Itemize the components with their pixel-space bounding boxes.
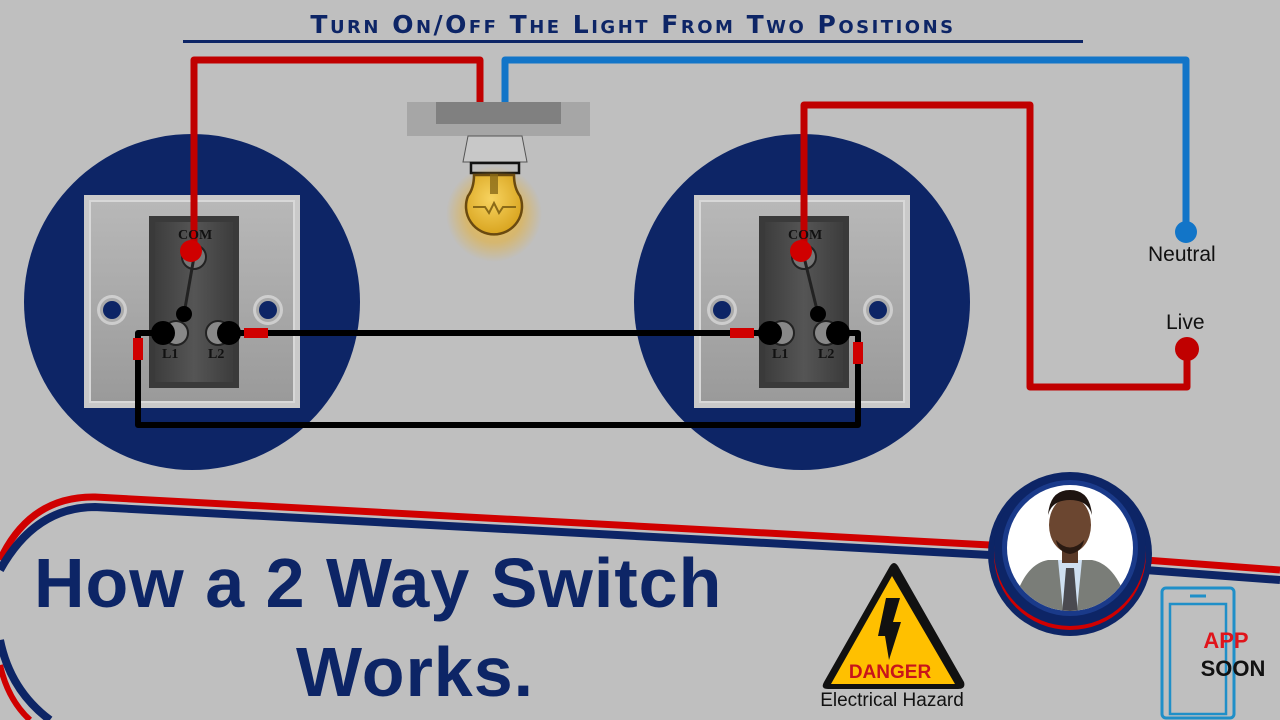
right-l2-label: L2 xyxy=(818,347,835,362)
app-label: APP xyxy=(1203,628,1249,653)
neutral-supply-terminal xyxy=(1175,221,1197,243)
neutral-wire xyxy=(501,56,1190,232)
left-com-red-terminal xyxy=(180,240,202,262)
right-com-label: COM xyxy=(788,228,823,243)
electrical-hazard-caption: Electrical Hazard xyxy=(820,690,964,711)
live-label: Live xyxy=(1166,311,1205,334)
left-switch xyxy=(24,134,360,470)
presenter-avatar xyxy=(988,472,1152,636)
neutral-label: Neutral xyxy=(1148,243,1216,266)
left-com-label: COM xyxy=(178,228,213,243)
wire-sleeves xyxy=(133,328,863,364)
left-l1-label: L1 xyxy=(162,347,179,362)
danger-label: DANGER xyxy=(848,662,932,683)
page-title: Turn On/Off The Light From Two Positions xyxy=(183,10,1083,43)
banner-swoosh xyxy=(0,493,1280,720)
live-supply-terminal xyxy=(1175,337,1199,361)
strapper-wires xyxy=(135,330,861,428)
high-voltage-warning-icon xyxy=(822,563,965,689)
left-l2-label: L2 xyxy=(208,347,225,362)
soon-label: SOON xyxy=(1200,656,1266,681)
headline-line-1: How a 2 Way Switch xyxy=(34,544,723,622)
right-com-red-terminal xyxy=(790,240,812,262)
light-bulb xyxy=(407,102,590,262)
right-l1-label: L1 xyxy=(772,347,789,362)
headline-line-2: Works. xyxy=(296,633,535,711)
live-wire xyxy=(190,56,1191,391)
smartphone-icon xyxy=(1160,586,1236,720)
